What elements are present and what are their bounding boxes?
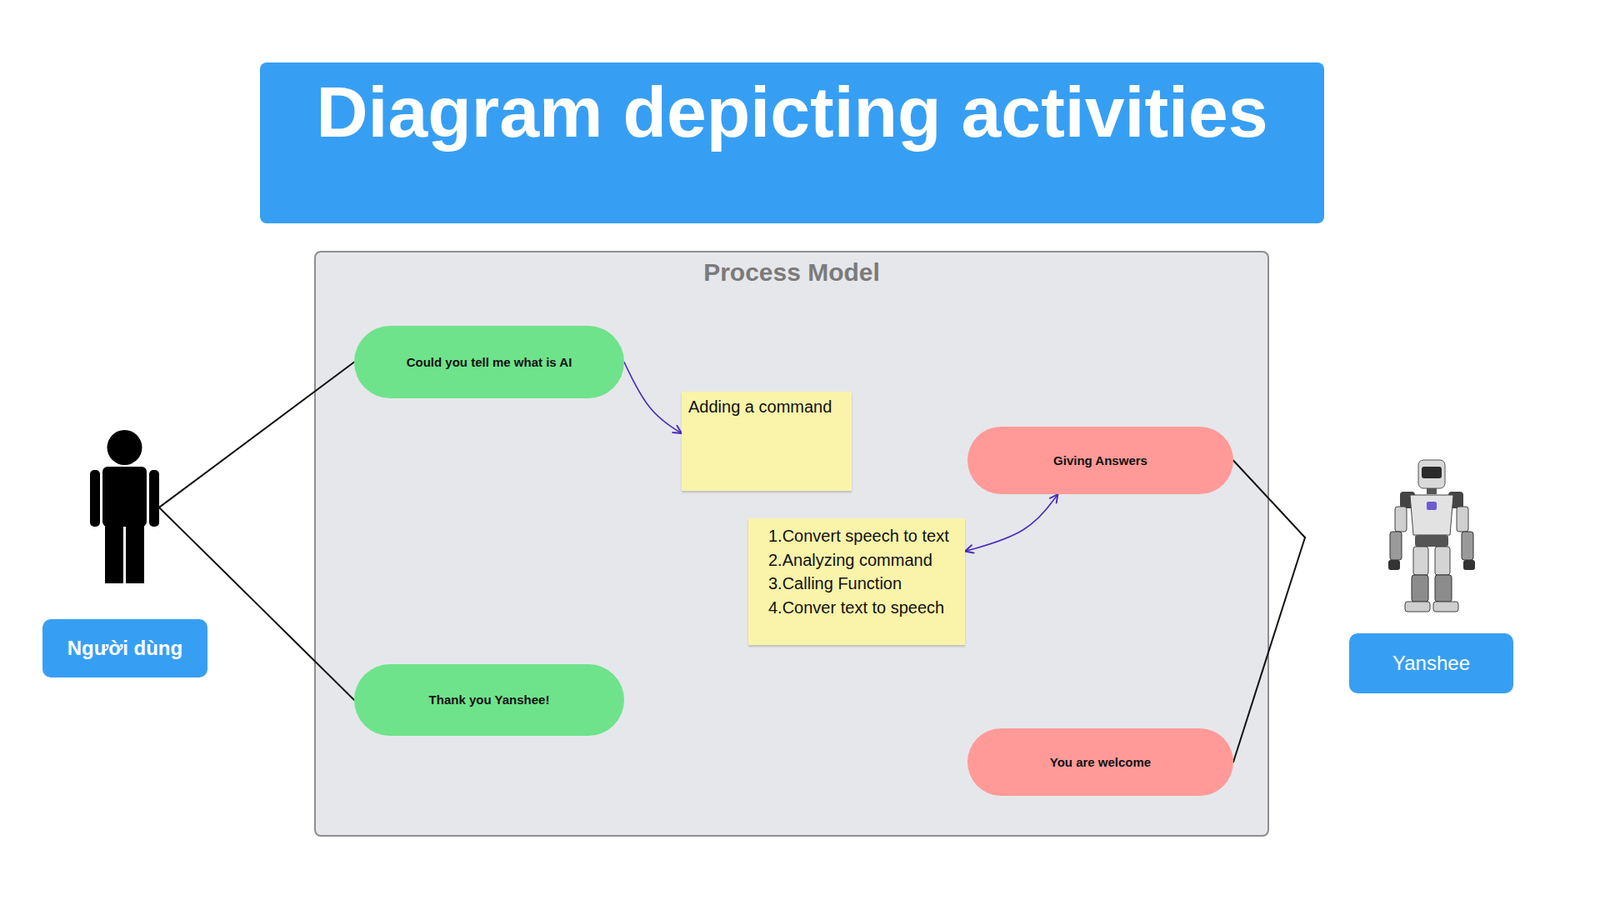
robot-message: Giving Answers	[967, 426, 1234, 495]
actor-name: Người dùng	[67, 636, 183, 661]
robot-part	[1435, 575, 1452, 602]
robot-part	[1410, 495, 1454, 535]
robot-part	[1395, 506, 1407, 532]
robot-part	[1435, 546, 1450, 575]
node-text: 4.Conver text to speech	[768, 595, 945, 620]
robot-part	[1390, 531, 1402, 560]
connector	[965, 494, 1058, 552]
node-text: Could you tell me what is AI	[406, 355, 573, 370]
user-message: Thank you Yanshee!	[354, 664, 625, 736]
node-text: Thank you Yanshee!	[429, 692, 550, 708]
connector	[1233, 460, 1305, 538]
node-text: 1.Convert speech to text	[768, 524, 950, 549]
robot-actor: Yanshee	[1305, 458, 1514, 615]
robot-part	[1411, 575, 1429, 602]
connector	[159, 507, 355, 700]
connectors	[159, 362, 1305, 763]
robot-part	[1463, 560, 1475, 570]
connector	[159, 362, 355, 508]
sticky-note: 1.Convert speech to text2.Analyzing comm…	[748, 518, 965, 645]
person-leg	[105, 523, 124, 584]
person-arm	[90, 470, 100, 527]
node-text: 3.Calling Function	[768, 571, 902, 596]
node-text: Giving Answers	[1053, 453, 1148, 469]
robot-part	[1418, 460, 1445, 489]
process-frame: Process ModelCould you tell me what is A…	[314, 250, 1270, 837]
diagram-title: Diagram depicting activities	[315, 69, 1268, 155]
actor-label-box: Yanshee	[1349, 633, 1514, 694]
person-head	[107, 430, 143, 465]
robot-part	[1405, 601, 1430, 612]
person-icon	[90, 430, 160, 584]
connector	[1233, 537, 1305, 763]
person-arm	[149, 470, 160, 527]
robot-part	[1388, 560, 1400, 570]
robot-message: You are welcome	[967, 728, 1234, 796]
robot-part	[1456, 506, 1469, 532]
frame-heading: Process Model	[703, 257, 880, 288]
node-text: You are welcome	[1050, 755, 1151, 770]
robot-part	[1421, 466, 1442, 479]
robot-part	[1433, 601, 1459, 612]
sticky-note: Adding a command	[681, 391, 852, 491]
user-message: Could you tell me what is AI	[354, 325, 625, 399]
actor-name: Yanshee	[1392, 651, 1470, 676]
node-text: 2.Analyzing command	[768, 548, 933, 573]
connector	[624, 362, 682, 434]
robot-illustration	[1385, 458, 1479, 615]
person-torso	[102, 466, 147, 527]
person-leg	[125, 523, 145, 584]
robot-part	[1426, 501, 1437, 510]
robot-part	[1413, 546, 1429, 575]
title-banner: Diagram depicting activities	[260, 62, 1325, 224]
user-actor: Người dùng	[90, 430, 160, 584]
robot-part	[1415, 535, 1449, 547]
actor-label-box: Người dùng	[42, 619, 208, 678]
node-text: Adding a command	[688, 396, 832, 417]
robot-part	[1461, 531, 1474, 560]
